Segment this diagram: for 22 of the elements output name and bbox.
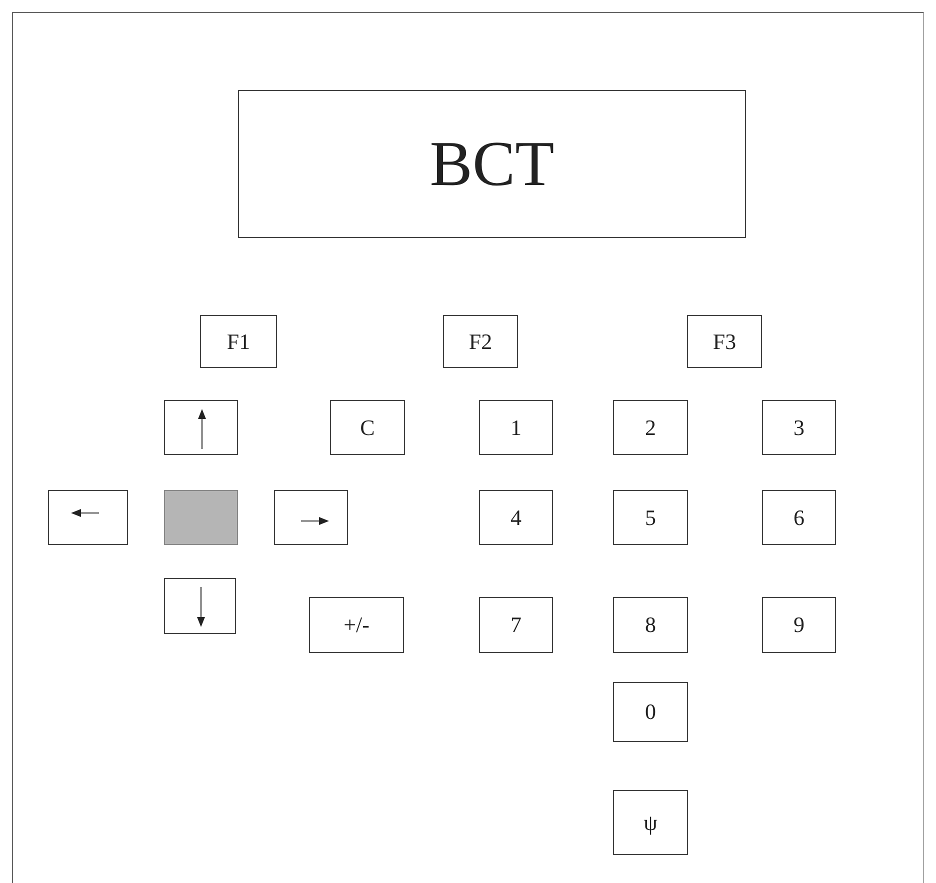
keypad-key: 1 — [479, 400, 553, 455]
arrow-key — [164, 578, 236, 634]
keypad-key: F3 — [687, 315, 762, 368]
keypad-key: 2 — [613, 400, 688, 455]
keypad-key: 3 — [762, 400, 836, 455]
keypad-key: 7 — [479, 597, 553, 653]
keypad-key: ψ — [613, 790, 688, 855]
arrow-key — [48, 490, 128, 545]
center-key — [164, 490, 238, 545]
keypad-key: 8 — [613, 597, 688, 653]
keypad-key: C — [330, 400, 405, 455]
keypad-key: 0 — [613, 682, 688, 742]
keypad-key: 4 — [479, 490, 553, 545]
keypad-key: 9 — [762, 597, 836, 653]
keypad-key: 6 — [762, 490, 836, 545]
arrow-key — [274, 490, 348, 545]
arrow-key — [164, 400, 238, 455]
keypad-key: +/- — [309, 597, 404, 653]
keypad-key: F2 — [443, 315, 518, 368]
keypad-key: F1 — [200, 315, 277, 368]
keypad-key: 5 — [613, 490, 688, 545]
display-screen: BCT — [238, 90, 746, 238]
